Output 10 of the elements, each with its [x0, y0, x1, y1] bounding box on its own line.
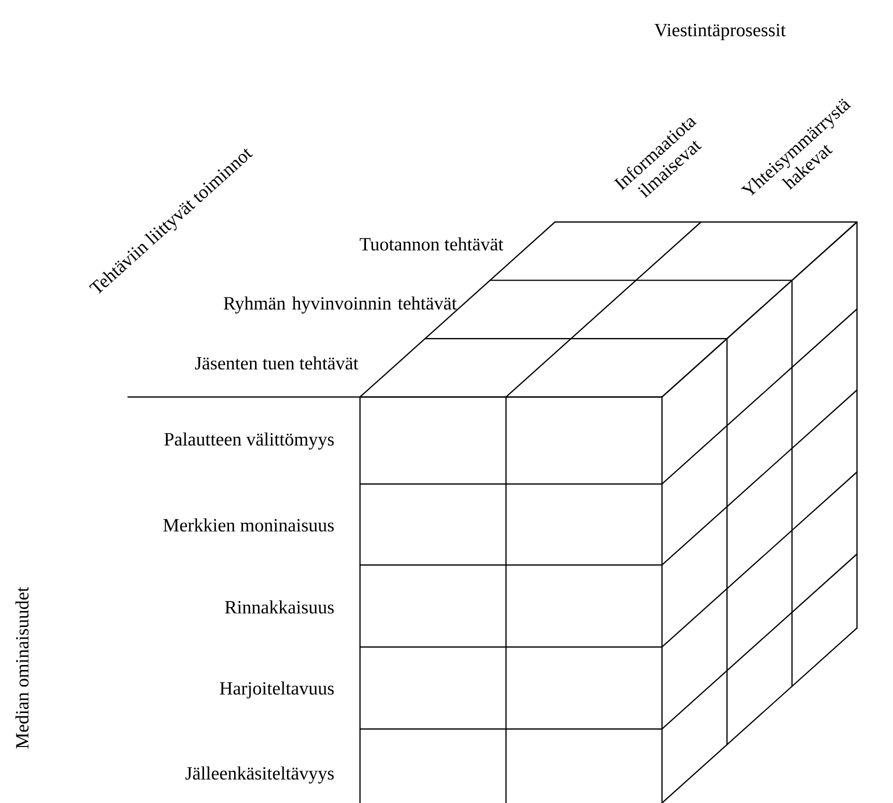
axis-label: Palautteen välittömyys: [164, 432, 334, 450]
axis-label: Merkkien moninaisuus: [163, 518, 334, 532]
axis-label: Ryhmän hyvinvoinnin tehtävät: [224, 296, 457, 314]
axis-label: Jäsenten tuen tehtävät: [195, 356, 358, 370]
axis-title: Median ominaisuudet: [15, 586, 29, 749]
axis-title: Viestintäprosessit: [654, 24, 786, 40]
axis-label: Tuotannon tehtävät: [360, 237, 504, 251]
axis-label: Harjoiteltavuus: [220, 682, 334, 698]
axis-label: Jälleenkäsiteltävyys: [186, 766, 334, 784]
axis-label: Rinnakkaisuus: [225, 600, 334, 614]
